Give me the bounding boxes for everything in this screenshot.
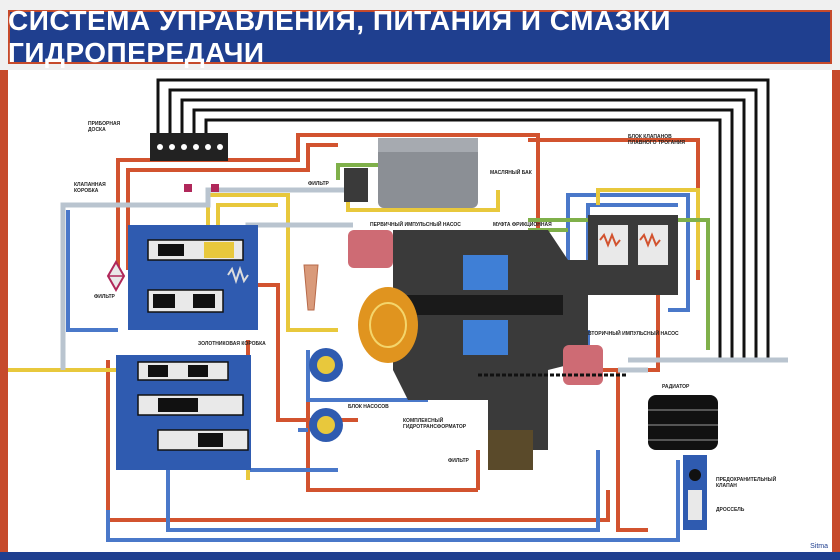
label-torque-converter-2: ГИДРОТРАНСФОРМАТОР [403, 424, 467, 430]
label-smooth-start-1: БЛОК КЛАПАНОВ [628, 134, 672, 140]
oil-tank [344, 138, 478, 208]
labels: ПРИБОРНАЯ ДОСКА КЛАПАННАЯ КОРОБКА ФИЛЬТР… [74, 121, 777, 513]
instrument-panel [150, 133, 228, 192]
transmission-body [348, 230, 628, 470]
control-lines [156, 78, 770, 360]
header: СИСТЕМА УПРАВЛЕНИЯ, ПИТАНИЯ И СМАЗКИ ГИД… [0, 0, 840, 70]
label-radiator: РАДИАТОР [662, 384, 690, 390]
label-oil-tank: МАСЛЯНЫЙ БАК [490, 168, 533, 176]
label-valve-box-1: КЛАПАННАЯ [74, 182, 106, 188]
frame-left [0, 70, 8, 552]
spool-box [116, 355, 251, 470]
valve-box [128, 225, 258, 330]
title-bar: СИСТЕМА УПРАВЛЕНИЯ, ПИТАНИЯ И СМАЗКИ ГИД… [8, 5, 832, 68]
radiator [648, 395, 718, 450]
label-secondary-pump: ВТОРИЧНЫЙ ИМПУЛЬСНЫЙ НАСОС [588, 329, 679, 337]
label-safety-valve-2: КЛАПАН [716, 483, 737, 489]
hydraulic-diagram: ПРИБОРНАЯ ДОСКА КЛАПАННАЯ КОРОБКА ФИЛЬТР… [8, 78, 788, 542]
label-friction-clutch: МУФТА ФРИКЦИОННАЯ [493, 222, 552, 228]
funnel-filter [303, 264, 319, 311]
label-filter-top: ФИЛЬТР [308, 181, 330, 187]
safety-valve [683, 455, 707, 530]
label-smooth-start-2: ПЛАВНОГО ТРОГАНИЯ [628, 140, 685, 146]
label-valve-box-2: КОРОБКА [74, 188, 99, 194]
brand-mark: Sitma [810, 543, 828, 550]
smooth-start-valve-block [588, 215, 678, 295]
poster-title: СИСТЕМА УПРАВЛЕНИЯ, ПИТАНИЯ И СМАЗКИ ГИД… [8, 5, 671, 68]
pump-block [309, 348, 343, 442]
label-pump-block: БЛОК НАСОСОВ [348, 404, 389, 410]
blue-pipes [66, 193, 690, 542]
label-safety-valve-1: ПРЕДОХРАНИТЕЛЬНЫЙ [716, 475, 777, 483]
frame-bottom [0, 552, 840, 560]
frame-right [832, 70, 840, 552]
label-spool-box: ЗОЛОТНИКОВАЯ КОРОБКА [198, 341, 266, 347]
label-filter-left: ФИЛЬТР [94, 294, 116, 300]
left-filter [106, 259, 126, 293]
label-instrument-panel-1: ПРИБОРНАЯ [88, 121, 121, 127]
label-torque-converter-1: КОМПЛЕКСНЫЙ [403, 416, 444, 424]
label-throttle: ДРОССЕЛЬ [716, 507, 745, 513]
label-instrument-panel-2: ДОСКА [88, 127, 106, 133]
label-filter-bottom: ФИЛЬТР [448, 458, 470, 464]
label-primary-pump: ПЕРВИЧНЫЙ ИМПУЛЬСНЫЙ НАСОС [370, 220, 461, 228]
